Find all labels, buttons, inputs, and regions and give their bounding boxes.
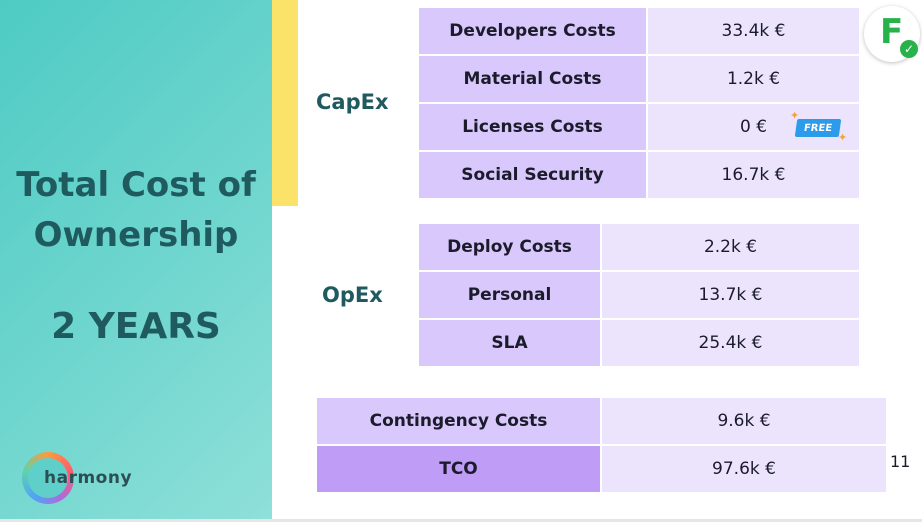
row-value: 16.7k € — [648, 152, 859, 198]
free-badge: FREE — [794, 119, 842, 137]
page-number: 11 — [890, 452, 911, 471]
row-label: SLA — [419, 320, 602, 366]
row-value: 33.4k € — [648, 8, 859, 54]
corner-logo-letter: F — [880, 12, 904, 52]
row-label: Licenses Costs — [419, 104, 648, 150]
sparkle-icon: ✦ — [790, 109, 800, 122]
logo-text: harmony — [44, 468, 133, 488]
title-panel — [0, 0, 272, 522]
table-row: SLA 25.4k € — [419, 320, 859, 366]
row-label: Deploy Costs — [419, 224, 602, 270]
opex-label: OpEx — [322, 283, 383, 307]
accent-bar — [272, 0, 298, 206]
row-label: Contingency Costs — [317, 398, 602, 444]
period-title: 2 YEARS — [51, 306, 221, 347]
corner-logo: F ✓ — [864, 6, 920, 62]
sparkle-icon: ✦ — [838, 131, 848, 144]
row-label: Personal — [419, 272, 602, 318]
table-row: Personal 13.7k € — [419, 272, 859, 318]
row-value: 1.2k € — [648, 56, 859, 102]
page-title: Total Cost of Ownership — [0, 160, 272, 260]
tco-row: TCO 97.6k € — [317, 446, 886, 492]
table-row: Social Security 16.7k € — [419, 152, 859, 198]
row-value: 0 € — [739, 117, 768, 137]
row-value: 25.4k € — [602, 320, 859, 366]
table-row: Deploy Costs 2.2k € — [419, 224, 859, 270]
row-label: Developers Costs — [419, 8, 648, 54]
row-label: Social Security — [419, 152, 648, 198]
title-line-2: Ownership — [33, 215, 239, 255]
title-line-1: Total Cost of — [16, 165, 256, 205]
row-value: 97.6k € — [602, 446, 886, 492]
row-value-cell: 0 € FREE ✦ ✦ — [648, 104, 859, 150]
check-icon: ✓ — [900, 40, 918, 58]
row-label: Material Costs — [419, 56, 648, 102]
table-row: Licenses Costs 0 € FREE ✦ ✦ — [419, 104, 859, 150]
row-value: 2.2k € — [602, 224, 859, 270]
table-row: Material Costs 1.2k € — [419, 56, 859, 102]
row-label: TCO — [317, 446, 602, 492]
row-value: 13.7k € — [602, 272, 859, 318]
divider — [0, 519, 922, 522]
row-value: 9.6k € — [602, 398, 886, 444]
table-row: Contingency Costs 9.6k € — [317, 398, 886, 444]
capex-label: CapEx — [316, 90, 389, 114]
table-row: Developers Costs 33.4k € — [419, 8, 859, 54]
harmony-logo: harmony — [22, 452, 182, 508]
logo-ring-icon — [22, 452, 74, 504]
